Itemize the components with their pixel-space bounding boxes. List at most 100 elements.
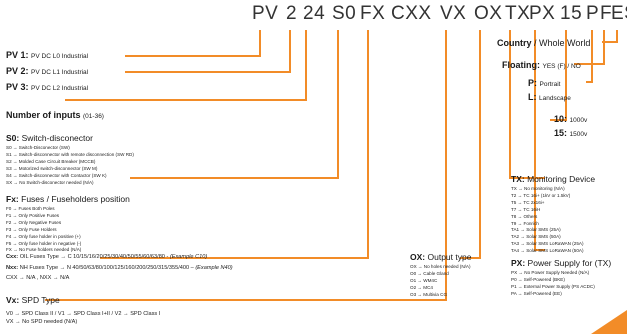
pv3-code: PV 3:: [6, 82, 29, 92]
tx-item: T7 → TC 16iH: [511, 206, 541, 212]
px-title: Power Supply for (TX): [527, 258, 612, 268]
code-px: PX: [529, 3, 556, 24]
country-label: Country / Whole World: [497, 38, 590, 48]
vx-item: VX → No SPD needed (N/A): [6, 319, 78, 325]
ox-heading: OX: Output type: [410, 252, 471, 262]
s0-title: Switch-disconector: [21, 133, 93, 143]
orientation-portrait: P: Portrait: [528, 78, 560, 88]
landscape-text: Landscape: [539, 95, 571, 102]
code-pv: PV: [252, 3, 279, 24]
pv1-text: PV DC L0 Industrial: [31, 53, 89, 60]
leader-inputs: [125, 30, 291, 73]
cxx-na-line: CXX → N/A , NXX → N/A: [6, 275, 70, 281]
landscape-code: L:: [528, 92, 537, 102]
px-item: PA → Self-Powered (EE): [511, 290, 562, 296]
vx-list: V0 → SPD Class II / V1 → SPD Class I+II …: [6, 310, 160, 326]
fx-item: F5 → Only fuse holder in negative (-): [6, 240, 82, 246]
voltage-1000: 10: 1000v: [554, 114, 587, 124]
ox-item: O0 → Cable Gland: [410, 270, 449, 276]
pv3-text: PV DC L2 Industrial: [31, 85, 89, 92]
pv3-label: PV 3: PV DC L2 Industrial: [6, 82, 88, 92]
code-ox: OX: [474, 3, 503, 24]
tx-item: TX → No monitoring (N/A): [511, 186, 565, 191]
tx-item: TA4 → Solar SMS LoRaWAN (50A): [511, 248, 584, 254]
product-code: PV 2 24 S0 FX CXX VX OX TX PX 15 P F ES: [0, 2, 627, 32]
nxx-example: (Example N40): [195, 265, 233, 271]
px-item: P1 → External Power Supply (PS ACDC): [511, 283, 595, 289]
fx-item: F4 → Only fuse holder in positive (+): [6, 233, 81, 239]
tx-item: TA2 → Solar SMS (50A): [511, 234, 561, 240]
tx-item: T8 → Others: [511, 213, 538, 219]
inputs-label: Number of inputs (01-36): [6, 110, 104, 120]
s0-item: S3 → Motorized switch-disconnector (SW M…: [6, 165, 98, 171]
s0-code: S0:: [6, 133, 20, 143]
tx-item: T9 → Fonrich: [511, 220, 539, 226]
tx-list: TX → No monitoring (N/A) T2 → TC 16i+ (1…: [511, 186, 584, 255]
country-text: / Whole World: [534, 38, 591, 48]
floating-code: Floating:: [502, 60, 540, 70]
fx-item: F3 → Only Fuse Holders: [6, 226, 57, 232]
tx-item: T2 → TC 16i+ (1kV or 1.5kV): [511, 192, 571, 198]
fx-heading: Fx: Fuses / Fuseholders position: [6, 194, 130, 204]
nxx-code: Nxx:: [6, 265, 19, 271]
s0-item: S0 → Switch-Disconector (SW): [6, 145, 70, 150]
code-s0: S0: [332, 3, 357, 24]
pv2-code: PV 2:: [6, 66, 29, 76]
fx-item: F1 → Only Positive Fuses: [6, 212, 60, 218]
vx-title: SPD Type: [21, 295, 60, 305]
s0-list: S0 → Switch-Disconector (SW) S1 → Switch…: [6, 145, 134, 186]
leader-ox: [460, 30, 481, 259]
code-num: 24: [303, 3, 326, 24]
px-item: P0 → Self-Powered (BKE): [511, 276, 565, 282]
voltage-1000-text: 1000v: [569, 117, 588, 124]
pv1-label: PV 1: PV DC L0 Industrial: [6, 50, 88, 60]
code-power: 15: [560, 3, 583, 24]
fx-item: F2 → Only Negative Fuses: [6, 219, 62, 225]
ox-item: O3 → Multivia CG: [410, 291, 448, 297]
ox-item: O1 → WM4C: [410, 277, 438, 283]
orientation-landscape: L: Landscape: [528, 92, 571, 102]
code-p: P: [586, 3, 600, 24]
tx-item: TA3 → Solar SMS LoRaWAN (25A): [511, 241, 584, 247]
inputs-range: (01-36): [83, 113, 104, 120]
tx-title: Monitoring Device: [527, 174, 596, 184]
leader-cxx: [100, 30, 369, 259]
cxx-example: (Example C10): [169, 254, 208, 260]
code-tx: TX: [505, 3, 531, 24]
portrait-code: P:: [528, 78, 537, 88]
voltage-1500-text: 1500v: [569, 131, 588, 138]
vx-item: V0 → SPD Class II / V1 → SPD Class I+II …: [6, 311, 161, 317]
leader-s0: [65, 30, 307, 101]
voltage-1000-code: 10:: [554, 114, 568, 124]
corner-accent: [591, 310, 627, 334]
px-heading: PX: Power Supply for (TX): [511, 258, 611, 268]
tx-item: T5 → TC 2x16i+: [511, 199, 545, 205]
cxx-line: Cxx: OIL Fuses Type → C 10/15/16/20/25/3…: [6, 253, 207, 261]
fx-title: Fuses / Fuseholders position: [21, 194, 130, 204]
vx-heading: Vx: SPD Type: [6, 295, 60, 305]
nxx-text: NH Fuses Type → N 40/50/63/80/100/125/16…: [19, 265, 194, 271]
fx-item: FX → No Fuse holders needed (N/A): [6, 247, 82, 253]
ox-code: OX:: [410, 252, 426, 262]
s0-item: SX → No Switch-disconector needed (N/A): [6, 179, 94, 185]
tx-code: TX:: [511, 174, 525, 184]
ox-item: O2 → MC4: [410, 284, 433, 290]
code-f: F: [600, 3, 613, 24]
code-cxx: CXX: [391, 3, 432, 24]
fx-list: F0 → Fuses Both Poles F1 → Only Positive…: [6, 206, 81, 254]
portrait-text: Portrait: [539, 81, 561, 88]
px-item: PX → No Power Supply Needed (N/A): [511, 270, 590, 275]
voltage-1500: 15: 1500v: [554, 128, 587, 138]
tx-item: TA1 → Solar SMS (25A): [511, 227, 561, 233]
pv2-label: PV 2: PV DC L1 Industrial: [6, 66, 88, 76]
ox-item: OX → No holes needed (N/A): [410, 264, 471, 269]
voltage-1500-code: 15:: [554, 128, 568, 138]
inputs-title: Number of inputs: [6, 110, 81, 120]
code-vx: VX: [440, 3, 467, 24]
code-fx: FX: [360, 3, 386, 24]
cxx-code: Cxx:: [6, 254, 19, 260]
s0-item: S1 → Switch-disconnector with remote dis…: [6, 151, 134, 157]
ox-title: Output type: [427, 252, 472, 262]
s0-item: S2 → Molded Case Circuit Breaker (MCCB): [6, 158, 96, 164]
pv2-text: PV DC L1 Industrial: [31, 69, 89, 76]
